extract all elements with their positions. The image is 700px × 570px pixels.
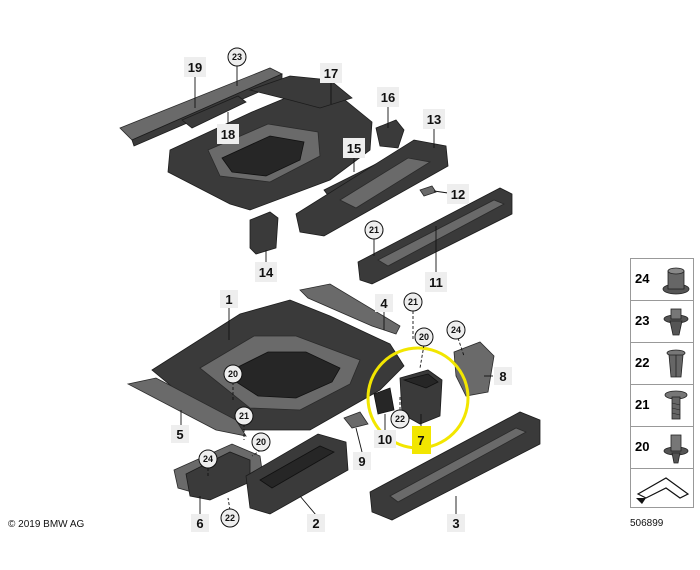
part-13-bar <box>295 139 449 237</box>
svg-text:22: 22 <box>395 414 405 424</box>
push-clip-icon <box>663 434 689 464</box>
svg-text:10: 10 <box>378 432 392 447</box>
circle-label-20-left: 20 <box>223 364 243 384</box>
svg-text:16: 16 <box>381 90 395 105</box>
circle-label-22-mid: 22 <box>390 409 410 429</box>
label-11: 11 <box>425 272 447 292</box>
circle-label-24-low: 24 <box>198 449 218 469</box>
svg-text:24: 24 <box>203 454 213 464</box>
svg-text:8: 8 <box>499 369 506 384</box>
part-16 <box>375 119 405 149</box>
label-9: 9 <box>353 452 371 470</box>
svg-text:1: 1 <box>225 292 232 307</box>
label-10: 10 <box>374 430 396 448</box>
part-9 <box>343 411 369 429</box>
nut-icon <box>662 267 690 295</box>
label-16: 16 <box>377 87 399 107</box>
label-2: 2 <box>307 514 325 532</box>
svg-text:21: 21 <box>369 225 379 235</box>
part-3 <box>369 411 541 521</box>
fastener-legend: 24 23 22 21 20 <box>630 258 694 508</box>
part-5-side <box>126 377 247 437</box>
legend-num: 21 <box>635 397 650 412</box>
diagram-arrow-icon <box>636 477 690 504</box>
circle-label-20-right: 20 <box>414 327 434 347</box>
part-10 <box>373 387 395 415</box>
label-13: 13 <box>423 109 445 129</box>
part-2 <box>245 433 349 515</box>
part-1-floor <box>151 299 405 431</box>
expanding-rivet-icon <box>666 349 686 378</box>
svg-text:15: 15 <box>347 141 361 156</box>
label-6: 6 <box>191 514 209 532</box>
part-8 <box>453 341 495 397</box>
circle-label-23: 23 <box>227 47 247 67</box>
svg-text:4: 4 <box>380 296 388 311</box>
svg-text:20: 20 <box>228 369 238 379</box>
svg-text:22: 22 <box>225 513 235 523</box>
legend-row-22: 22 <box>631 343 693 385</box>
svg-text:21: 21 <box>408 297 418 307</box>
clip-icon <box>663 308 689 336</box>
diagram-reference-number: 506899 <box>630 518 664 529</box>
svg-text:6: 6 <box>196 516 203 531</box>
label-8: 8 <box>494 367 512 385</box>
label-1: 1 <box>220 290 238 308</box>
label-3: 3 <box>447 514 465 532</box>
legend-row-21: 21 <box>631 385 693 427</box>
label-5: 5 <box>171 425 189 443</box>
svg-text:20: 20 <box>256 437 266 447</box>
circle-label-21-top: 21 <box>364 220 384 240</box>
screw-icon <box>664 390 688 420</box>
leader-lines <box>180 66 493 516</box>
svg-text:23: 23 <box>232 52 242 62</box>
svg-text:13: 13 <box>427 112 441 127</box>
legend-num: 20 <box>635 439 650 454</box>
legend-num: 24 <box>635 271 650 286</box>
legend-num: 22 <box>635 355 650 370</box>
part-7-box <box>399 369 443 425</box>
circle-label-24-right: 24 <box>446 320 466 340</box>
label-17: 17 <box>320 63 342 83</box>
circle-label-20-low: 20 <box>251 432 271 452</box>
svg-text:24: 24 <box>451 325 461 335</box>
legend-row-23: 23 <box>631 301 693 343</box>
svg-text:5: 5 <box>176 427 183 442</box>
circle-label-21-mid: 21 <box>403 292 423 312</box>
svg-text:11: 11 <box>429 275 443 290</box>
part-12-clip <box>419 185 437 197</box>
label-7: 7 <box>412 426 431 454</box>
svg-text:19: 19 <box>188 60 202 75</box>
label-12: 12 <box>447 184 469 204</box>
legend-row-24: 24 <box>631 259 693 301</box>
svg-text:18: 18 <box>221 127 235 142</box>
legend-num: 23 <box>635 313 650 328</box>
label-14: 14 <box>255 262 277 282</box>
label-15: 15 <box>343 138 365 158</box>
label-19: 19 <box>184 57 206 77</box>
svg-text:14: 14 <box>259 265 274 280</box>
label-4: 4 <box>375 294 393 312</box>
circle-label-21-low: 21 <box>234 406 254 426</box>
part-4-strip <box>299 283 401 335</box>
part-14-block <box>249 211 279 255</box>
part-18 <box>181 95 247 129</box>
part-17-tray <box>167 75 373 211</box>
svg-text:21: 21 <box>239 411 249 421</box>
circle-label-22-low: 22 <box>220 508 240 528</box>
svg-text:3: 3 <box>452 516 459 531</box>
label-18: 18 <box>217 124 239 144</box>
legend-row-arrow <box>631 469 693 507</box>
svg-text:12: 12 <box>451 187 465 202</box>
part-11-sill <box>357 187 513 285</box>
svg-text:9: 9 <box>358 454 365 469</box>
svg-text:7: 7 <box>417 433 424 448</box>
svg-text:20: 20 <box>419 332 429 342</box>
svg-text:2: 2 <box>312 516 319 531</box>
copyright-text: © 2019 BMW AG <box>8 519 85 530</box>
svg-text:17: 17 <box>324 66 338 81</box>
legend-row-20: 20 <box>631 427 693 469</box>
